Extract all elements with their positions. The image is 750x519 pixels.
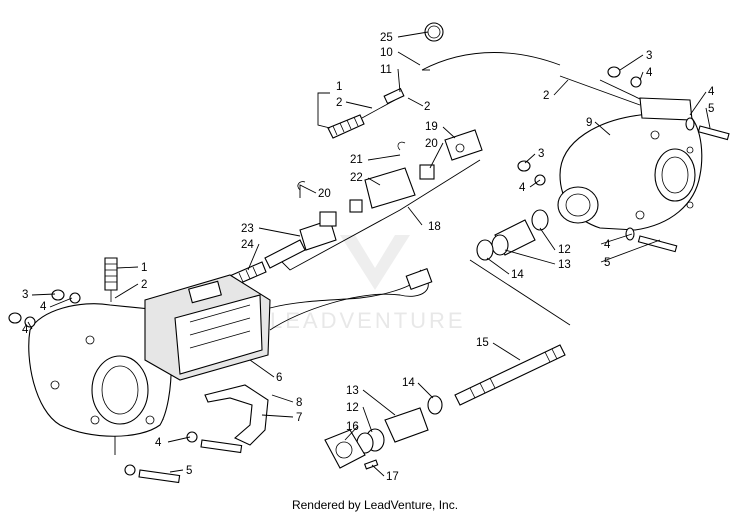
callout-leaders	[27, 31, 711, 477]
callout-4f: 4	[22, 324, 29, 336]
callout-1b: 1	[141, 262, 147, 274]
svg-text:LEADVENTURE: LEADVENTURE	[270, 308, 466, 333]
footer-credit: Rendered by LeadVenture, Inc.	[291, 498, 459, 512]
callout-13a: 13	[558, 259, 571, 271]
bolt-5-lower-left-1	[124, 464, 181, 484]
nut-washer-left	[8, 289, 81, 328]
callout-2c: 2	[543, 90, 549, 102]
callout-4e: 4	[40, 301, 47, 313]
callout-15: 15	[476, 337, 489, 349]
callout-9: 9	[586, 117, 592, 129]
callout-3a: 3	[646, 50, 652, 62]
boot-left	[104, 257, 118, 302]
callout-8: 8	[296, 397, 302, 409]
bolt-5-upper-right	[685, 117, 730, 141]
callout-5c: 5	[186, 465, 192, 477]
wire-harness	[269, 267, 433, 309]
callout-4a: 4	[646, 67, 653, 79]
callout-22: 22	[350, 172, 363, 184]
callout-21: 21	[350, 154, 363, 166]
callout-7: 7	[296, 412, 302, 424]
callout-16: 16	[346, 421, 359, 433]
watermark: LEADVENTURE	[270, 235, 466, 333]
actuator-6	[144, 274, 271, 381]
callout-18: 18	[428, 221, 441, 233]
callout-19: 19	[425, 121, 438, 133]
callout-23: 23	[241, 223, 254, 235]
front-differential-housing	[28, 303, 172, 437]
callout-5b: 5	[604, 257, 610, 269]
nut-3-right	[607, 66, 642, 88]
callout-4d: 4	[604, 239, 611, 251]
driveshaft-assembly	[264, 129, 483, 269]
callout-6: 6	[276, 372, 282, 384]
boot-cv-lower	[324, 395, 443, 470]
callout-1a: 1	[336, 81, 342, 93]
callout-4b: 4	[708, 86, 715, 98]
callout-20a: 20	[425, 138, 438, 150]
callout-3b: 3	[538, 148, 544, 160]
rear-differential-housing	[557, 97, 703, 231]
callout-13b: 13	[346, 385, 359, 397]
callout-20b: 20	[318, 188, 331, 200]
callout-10: 10	[380, 47, 393, 59]
callout-4g: 4	[155, 437, 162, 449]
callout-14a: 14	[511, 269, 524, 281]
callout-2b: 2	[424, 101, 430, 113]
callout-24: 24	[241, 239, 254, 251]
callout-3c: 3	[22, 289, 28, 301]
callout-12a: 12	[558, 244, 571, 256]
callout-11: 11	[380, 64, 392, 76]
callout-17: 17	[386, 471, 399, 483]
leader-lines	[114, 52, 696, 455]
boot-top	[327, 87, 405, 139]
callout-labels: 25 10 11 1 2 2 2 3 4 4 5 9 19 20 21 22 2…	[22, 32, 715, 483]
bolt-5-lower-left-2	[186, 431, 243, 454]
snap-ring-25	[424, 22, 444, 42]
bolt-5-lower-right	[625, 227, 678, 253]
callout-5a: 5	[708, 103, 714, 115]
callout-12b: 12	[346, 402, 359, 414]
bracket-7	[204, 384, 269, 446]
callout-4c: 4	[519, 182, 526, 194]
callout-2d: 2	[141, 279, 147, 291]
callout-2a: 2	[336, 97, 342, 109]
axle-shaft-15	[454, 344, 566, 406]
boot-cv-upper	[476, 209, 549, 261]
callout-14b: 14	[402, 377, 415, 389]
callout-25: 25	[380, 32, 393, 44]
